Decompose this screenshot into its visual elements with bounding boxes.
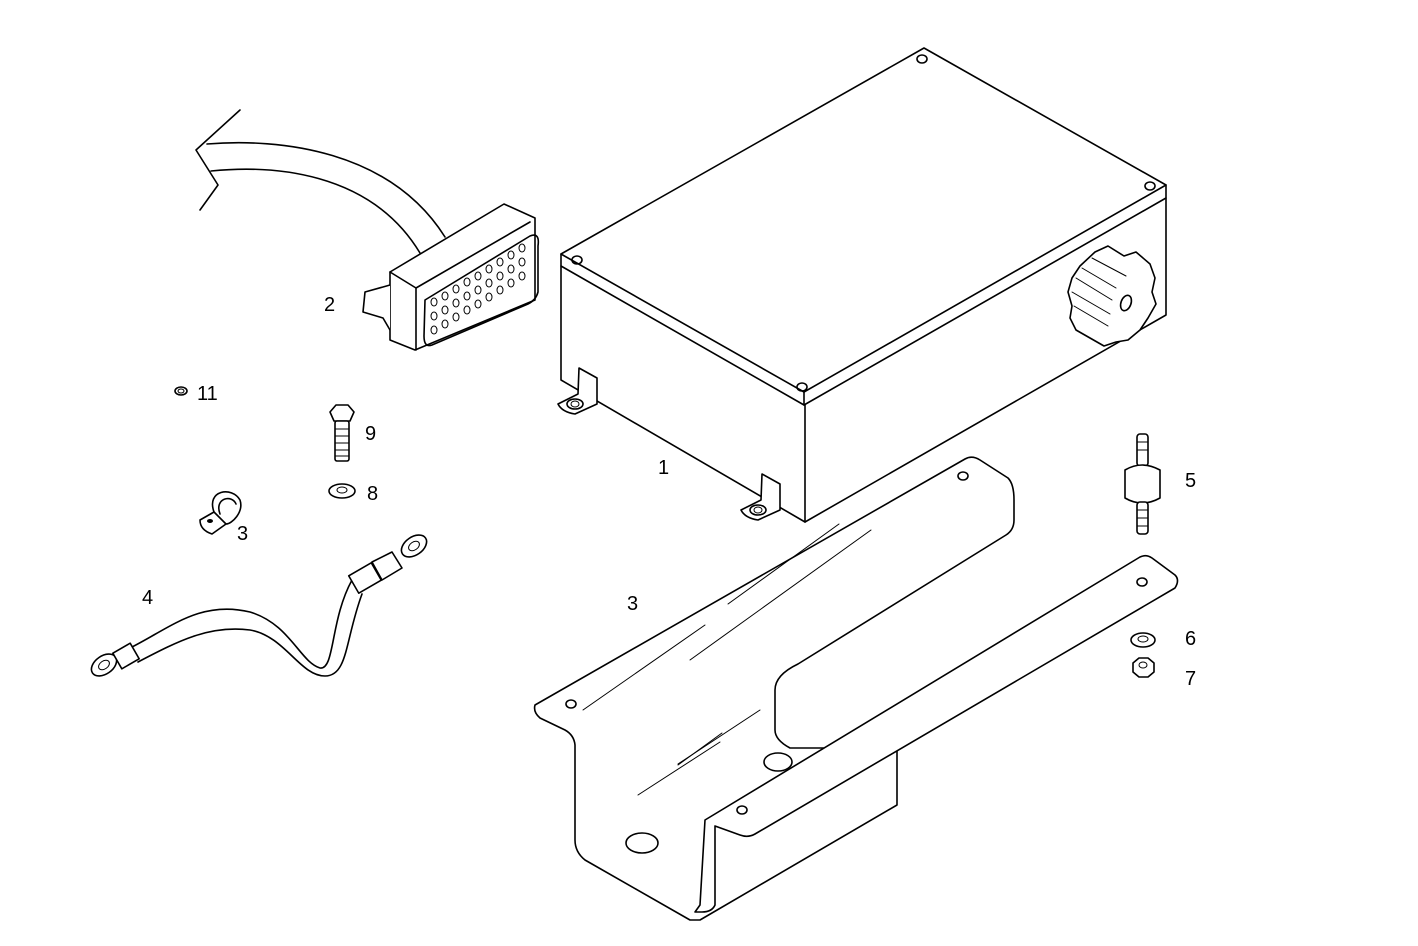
hex-bolt-icon [329,404,355,462]
mounting-tab [740,473,781,521]
callout-2: 2 [324,294,336,316]
callout-9: 9 [365,423,377,445]
cable-clamp-icon [199,491,242,535]
callout-5: 5 [1185,470,1197,492]
washer-icon [328,483,356,499]
mounting-tab [557,367,598,415]
washer-icon [1130,632,1156,648]
callout-4: 4 [142,587,154,609]
callout-11: 11 [197,383,218,405]
callout-1: 1 [658,457,670,479]
callout-8: 8 [367,483,379,505]
small-washer-icon [174,386,188,396]
multi-pin-connector-cable [195,109,540,351]
nut-icon [1132,657,1155,678]
callout-7: 7 [1185,668,1197,690]
ground-strap-cable [90,534,428,677]
callout-3-clamp: 3 [237,523,249,545]
callout-3-bracket: 3 [627,593,639,615]
connector-pins [430,243,526,335]
callout-6: 6 [1185,628,1197,650]
knurled-knob-icon [1067,245,1157,347]
mounting-bracket [533,456,1179,921]
rubber-mount-stud-icon [1124,433,1161,535]
control-unit-box [557,47,1167,523]
